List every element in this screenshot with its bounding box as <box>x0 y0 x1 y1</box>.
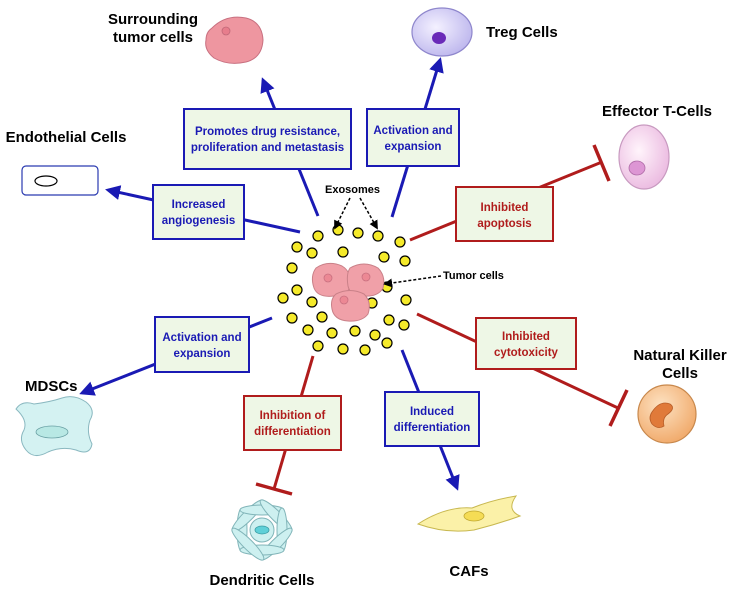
exosome <box>312 340 324 352</box>
effect-box-endothelial: Increased angiogenesis <box>152 184 245 240</box>
treg-cell-icon <box>411 7 473 57</box>
effect-effector-line2: apoptosis <box>477 218 531 230</box>
effect-box-effector: Inhibited apoptosis <box>455 186 554 242</box>
tumor-pointer <box>383 275 442 288</box>
exosome-pointer-right <box>359 197 378 230</box>
label-nk-line2: Cells <box>662 365 698 382</box>
effect-mdsc-line2: expansion <box>174 348 231 360</box>
exosome <box>337 343 349 355</box>
inhibit-bar-nk <box>608 389 629 427</box>
surrounding-tumor-nucleus <box>221 26 231 36</box>
effect-mdsc-line1: Activation and <box>162 332 241 344</box>
exosome <box>291 284 303 296</box>
target-dendritic-cells: Dendritic Cells <box>209 499 315 589</box>
target-endothelial-cells: Endothelial Cells <box>6 129 127 196</box>
exosome <box>381 337 393 349</box>
effect-box-mdsc: Activation and expansion <box>154 316 250 373</box>
endothelial-cell-icon <box>21 165 99 196</box>
nk-cell-nucleus <box>649 402 673 428</box>
exosome <box>399 255 411 267</box>
label-mdsc: MDSCs <box>25 378 78 395</box>
target-nk-cells: Natural Killer Cells <box>633 347 727 444</box>
exosome <box>312 230 324 242</box>
effect-box-nk: Inhibited cytotoxicity <box>475 317 577 370</box>
label-nk-line1: Natural Killer <box>633 347 727 364</box>
exosomes-label: Exosomes <box>325 184 380 196</box>
surrounding-tumor-cell-icon <box>205 16 264 64</box>
target-surrounding-tumor-cells: Surrounding tumor cells <box>108 11 264 64</box>
exosome <box>383 314 395 326</box>
target-mdscs: MDSCs <box>15 378 93 456</box>
effect-surrounding-line1: Promotes drug resistance, <box>195 126 340 138</box>
exosome <box>372 230 384 242</box>
effect-box-surrounding: Promotes drug resistance, proliferation … <box>183 108 352 170</box>
effect-dendritic-line1: Inhibition of <box>260 410 326 422</box>
exosome <box>286 312 298 324</box>
exosome <box>352 227 364 239</box>
exosome <box>316 311 328 323</box>
exosome <box>394 236 406 248</box>
effect-caf-line2: differentiation <box>394 422 471 434</box>
tumor-cell-nucleus <box>323 273 333 283</box>
exosome <box>277 292 289 304</box>
exosome <box>302 324 314 336</box>
effect-treg-line1: Activation and <box>373 125 452 137</box>
effect-box-caf: Induced differentiation <box>384 391 480 447</box>
exosome <box>291 241 303 253</box>
exosome <box>398 319 410 331</box>
target-cafs: CAFs <box>416 495 522 580</box>
effect-caf-line1: Induced <box>410 406 454 418</box>
exosome <box>337 246 349 258</box>
exosome-cluster: Exosomes Tumor cells <box>277 184 504 356</box>
effect-box-treg: Activation and expansion <box>366 108 460 167</box>
effector-cell-nucleus <box>628 160 646 176</box>
target-treg-cells: Treg Cells <box>411 7 558 57</box>
exosome <box>306 247 318 259</box>
effect-treg-line2: expansion <box>385 141 442 153</box>
tumor-cells <box>311 262 385 322</box>
dendritic-cell-nucleus <box>254 525 270 535</box>
inhibit-bar-dendritic <box>255 482 293 496</box>
effect-nk-line2: cytotoxicity <box>494 347 559 359</box>
dendritic-cell-icon <box>231 499 293 561</box>
inhibit-bar-effector <box>592 144 611 182</box>
treg-cell-nucleus <box>432 32 446 44</box>
exosome <box>400 294 412 306</box>
label-caf: CAFs <box>449 563 488 580</box>
effect-endothelial-line2: angiogenesis <box>162 215 236 227</box>
effect-effector-line1: Inhibited <box>481 202 529 214</box>
exosome <box>306 296 318 308</box>
exosome <box>332 224 344 236</box>
mdsc-cell-nucleus <box>35 425 69 439</box>
exosome <box>326 327 338 339</box>
exosome <box>286 262 298 274</box>
label-treg: Treg Cells <box>486 24 558 41</box>
tumor-cell-nucleus <box>361 272 371 282</box>
exosome <box>378 251 390 263</box>
tumor-cells-label: Tumor cells <box>443 270 504 282</box>
label-surrounding-line2: tumor cells <box>113 29 193 46</box>
label-surrounding-line1: Surrounding <box>108 11 198 28</box>
label-dendritic: Dendritic Cells <box>209 572 314 589</box>
exosome-pointer-left <box>334 197 351 230</box>
effector-cell-icon <box>618 124 670 190</box>
exosome <box>369 329 381 341</box>
label-endothelial: Endothelial Cells <box>6 129 127 146</box>
caf-cell-nucleus <box>463 510 485 522</box>
tumor-cell-nucleus <box>339 295 349 305</box>
tumor-cell <box>331 290 370 322</box>
target-effector-t-cells: Effector T-Cells <box>602 103 712 190</box>
exosome <box>349 325 361 337</box>
effect-endothelial-line1: Increased <box>172 199 226 211</box>
exosome <box>359 344 371 356</box>
effect-surrounding-line2: proliferation and metastasis <box>191 142 344 154</box>
label-effector: Effector T-Cells <box>602 103 712 120</box>
endothelial-cell-nucleus <box>34 175 58 187</box>
effect-dendritic-line2: differentiation <box>254 426 331 438</box>
effect-box-dendritic: Inhibition of differentiation <box>243 395 342 451</box>
effect-nk-line1: Inhibited <box>502 331 550 343</box>
